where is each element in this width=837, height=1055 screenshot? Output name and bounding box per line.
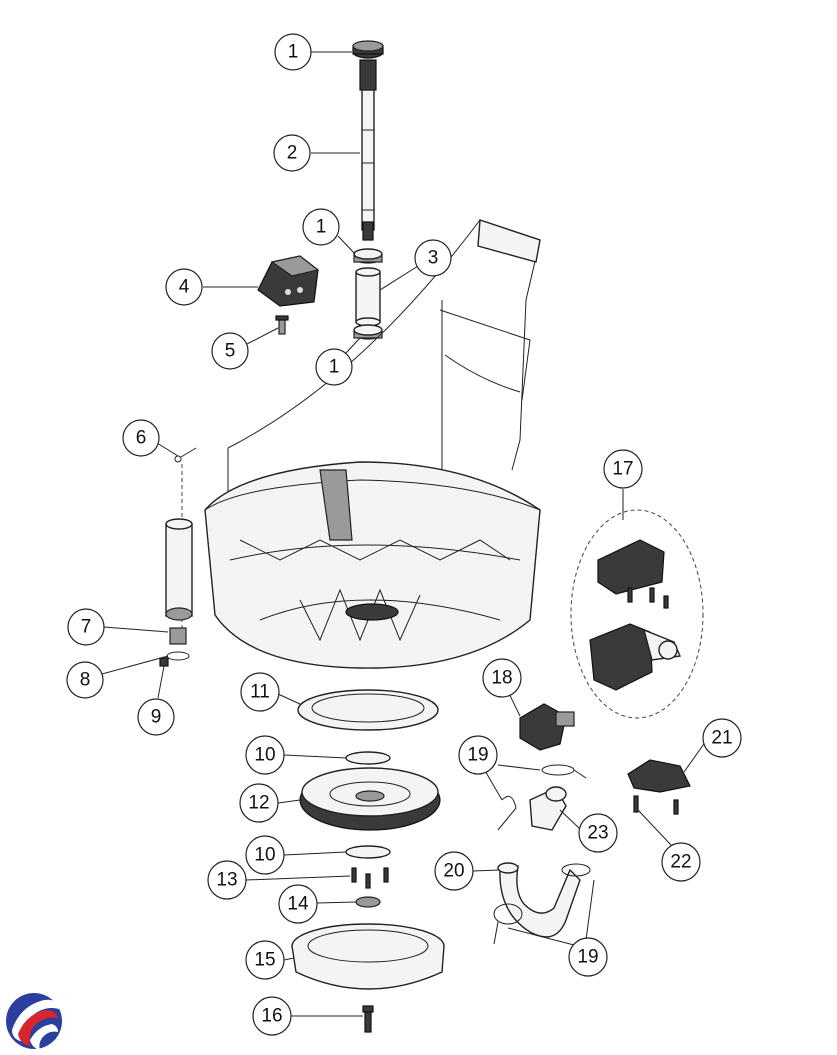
callout-label: 4 bbox=[179, 277, 190, 298]
callout-label: 1 bbox=[288, 42, 299, 63]
part-bolts bbox=[351, 867, 389, 889]
part-pulley bbox=[299, 767, 441, 831]
callout-21: 21 bbox=[702, 718, 742, 758]
callout-16: 16 bbox=[252, 996, 292, 1036]
part-ring bbox=[297, 689, 439, 731]
callout-label: 13 bbox=[216, 870, 237, 891]
callout-label: 9 bbox=[151, 707, 162, 728]
part-shaft bbox=[359, 59, 377, 241]
callout-23: 23 bbox=[578, 813, 618, 853]
callout-9: 9 bbox=[137, 698, 175, 736]
part-clamp-lower bbox=[493, 903, 523, 945]
callout-2: 2 bbox=[273, 134, 311, 172]
callout-label: 1 bbox=[316, 217, 327, 238]
callout-label: 16 bbox=[261, 1006, 282, 1027]
part-clip-8 bbox=[166, 651, 190, 661]
part-tub bbox=[204, 219, 541, 669]
part-bracket bbox=[257, 255, 320, 307]
callout-10-upper: 10 bbox=[245, 735, 285, 775]
callout-label: 14 bbox=[287, 894, 309, 915]
callout-label: 17 bbox=[612, 459, 633, 480]
callout-label: 2 bbox=[287, 143, 298, 164]
callout-label: 21 bbox=[711, 728, 732, 749]
callout-14: 14 bbox=[278, 884, 318, 924]
part-bearing-top bbox=[352, 40, 384, 59]
callout-12: 12 bbox=[239, 783, 279, 823]
part-bracket-21 bbox=[627, 759, 691, 793]
part-tube bbox=[165, 518, 193, 645]
callout-label: 19 bbox=[577, 947, 598, 968]
callout-6: 6 bbox=[122, 419, 160, 457]
callout-5: 5 bbox=[211, 332, 249, 370]
part-clip-9 bbox=[159, 657, 169, 667]
callout-8: 8 bbox=[66, 661, 104, 699]
part-screws-22 bbox=[633, 795, 679, 815]
callout-11: 11 bbox=[240, 672, 280, 712]
callout-label: 10 bbox=[254, 745, 275, 766]
callout-label: 8 bbox=[80, 670, 91, 691]
callout-label: 1 bbox=[329, 357, 340, 378]
part-clamp-upper bbox=[497, 764, 587, 831]
callout-label: 22 bbox=[670, 852, 691, 873]
callout-1-middle: 1 bbox=[302, 208, 340, 246]
leader-lines bbox=[101, 51, 707, 1017]
part-nut bbox=[355, 896, 381, 908]
callout-15: 15 bbox=[245, 940, 285, 980]
part-pump-assembly bbox=[570, 509, 704, 719]
brand-logo bbox=[6, 993, 62, 1050]
part-hose bbox=[497, 862, 591, 938]
part-sleeve bbox=[355, 267, 381, 327]
callout-18: 18 bbox=[482, 658, 522, 698]
part-elbow bbox=[529, 786, 567, 831]
part-bearing-middle bbox=[353, 248, 383, 264]
callout-19-upper: 19 bbox=[458, 735, 498, 775]
callout-label: 23 bbox=[587, 823, 608, 844]
callout-20: 20 bbox=[434, 851, 474, 891]
callout-22: 22 bbox=[661, 842, 701, 882]
callout-label: 19 bbox=[467, 745, 488, 766]
part-washer-lower bbox=[345, 845, 391, 859]
callout-label: 5 bbox=[225, 341, 236, 362]
callout-1-lower: 1 bbox=[315, 348, 353, 386]
part-valve bbox=[519, 703, 575, 751]
callout-4: 4 bbox=[165, 268, 203, 306]
callout-10-lower: 10 bbox=[245, 835, 285, 875]
part-screw-16 bbox=[362, 1005, 374, 1033]
callout-label: 7 bbox=[81, 617, 92, 638]
callout-label: 3 bbox=[428, 248, 439, 269]
callout-label: 15 bbox=[254, 950, 275, 971]
callout-3: 3 bbox=[414, 239, 452, 277]
callout-label: 12 bbox=[248, 793, 269, 814]
callout-7: 7 bbox=[67, 608, 105, 646]
callout-label: 10 bbox=[254, 845, 275, 866]
callout-label: 18 bbox=[491, 668, 512, 689]
part-screw-5 bbox=[275, 315, 289, 335]
callout-label: 20 bbox=[443, 861, 464, 882]
callout-label: 6 bbox=[136, 428, 147, 449]
callout-1-top: 1 bbox=[274, 33, 312, 71]
callout-19-lower: 19 bbox=[568, 937, 608, 977]
callout-17: 17 bbox=[603, 449, 643, 489]
callout-13: 13 bbox=[207, 860, 247, 900]
callout-label: 11 bbox=[250, 682, 270, 703]
part-cover bbox=[291, 923, 445, 990]
part-washer-upper bbox=[345, 751, 391, 765]
